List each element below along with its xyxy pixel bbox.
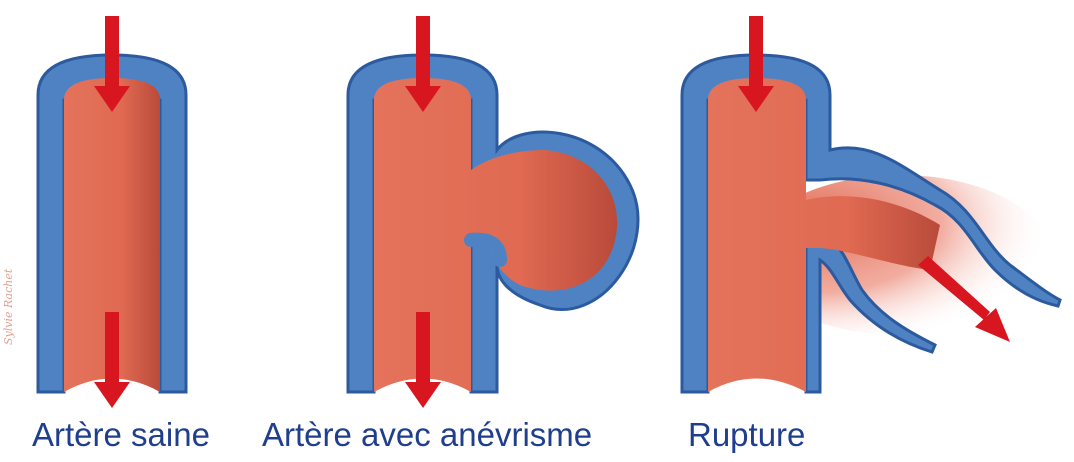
- caption-healthy-artery: Artère saine: [32, 418, 210, 451]
- caption-rupture: Rupture: [688, 418, 805, 451]
- caption-aneurysm: Artère avec anévrisme: [262, 418, 592, 451]
- artist-signature: Sylvie Rachet: [2, 269, 15, 345]
- ruptured-artery: [682, 16, 1060, 392]
- aneurysm-artery: [348, 16, 638, 408]
- healthy-artery: [38, 16, 186, 408]
